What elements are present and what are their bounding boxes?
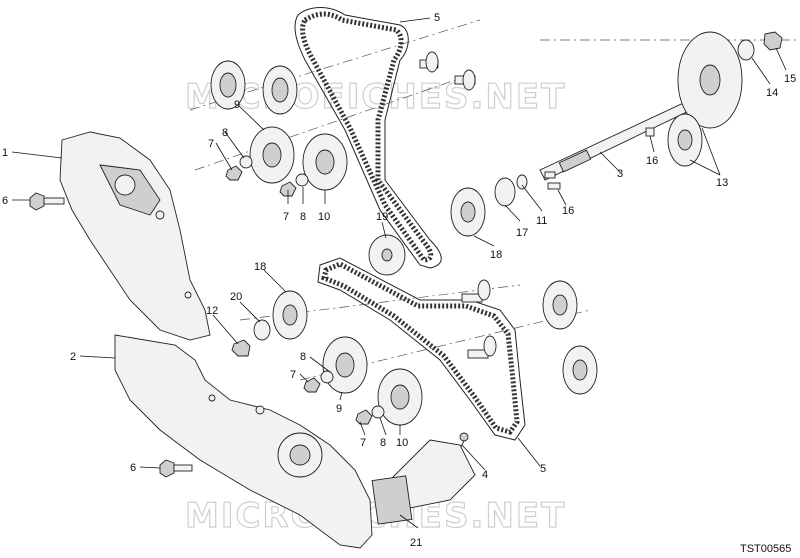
upper-tensioner-roller [249, 126, 295, 184]
callout-17: 17 [516, 227, 528, 239]
callout-18-lower: 18 [254, 261, 266, 273]
lower-idler-roller [377, 368, 423, 426]
callout-4: 4 [482, 469, 488, 481]
callout-8-d: 8 [380, 437, 386, 449]
callout-5-lower: 5 [540, 463, 546, 475]
callout-7-d: 7 [360, 437, 366, 449]
callout-20: 20 [230, 291, 242, 303]
leader-lines [11, 17, 787, 529]
callout-18-upper: 18 [490, 249, 502, 261]
callout-5-upper: 5 [434, 12, 440, 24]
callout-16-b: 16 [562, 205, 574, 217]
callout-16-a: 16 [646, 155, 658, 167]
callout-7-a: 7 [208, 138, 214, 150]
callout-11: 11 [536, 215, 547, 227]
callout-7-c: 7 [290, 369, 296, 381]
callout-6-upper: 6 [2, 195, 8, 207]
callout-14: 14 [766, 87, 778, 99]
lower-tensioner-roller [322, 336, 368, 394]
upper-idler-roller [302, 133, 348, 191]
callout-7-b: 7 [283, 211, 289, 223]
jackshaft-gears [667, 31, 743, 167]
callout-8-c: 8 [300, 351, 306, 363]
upper-drive-pulley [450, 174, 528, 237]
callout-3: 3 [617, 168, 623, 180]
lower-tensioner-studs [461, 279, 497, 359]
upper-belt-cover [59, 131, 211, 341]
callout-2: 2 [70, 351, 76, 363]
callout-9-b: 9 [336, 403, 342, 415]
callout-19: 19 [376, 211, 388, 223]
callout-21: 21 [410, 537, 422, 549]
callout-15: 15 [784, 73, 796, 85]
upper-cover-bolt [29, 192, 65, 211]
gear-washer-and-nut [645, 31, 783, 137]
callout-9-a: 9 [234, 99, 240, 111]
callout-labels: 1 2 3 4 5 5 6 6 7 7 7 7 8 8 8 8 9 9 10 1… [2, 12, 796, 549]
lower-belt-cover [114, 334, 373, 549]
large-washer [368, 234, 406, 276]
upper-cam-pulleys [210, 60, 298, 115]
callout-10-a: 10 [318, 211, 330, 223]
watermark-bottom: MICROFICHES.NET [185, 496, 566, 536]
callout-1: 1 [2, 147, 8, 159]
lower-cover-bolt [159, 459, 193, 478]
callout-13: 13 [716, 177, 728, 189]
lower-pulley-nut [231, 339, 251, 357]
watermark-top: MICROFICHES.NET [185, 77, 566, 117]
lower-timing-belt [317, 257, 526, 441]
callout-10-b: 10 [396, 437, 408, 449]
callout-12: 12 [206, 305, 218, 317]
upper-timing-belt [294, 7, 442, 269]
belt-guard-plate [371, 439, 476, 525]
callout-6-lower: 6 [130, 462, 136, 474]
lower-drive-pulley [253, 290, 308, 341]
diagram-code: TST00565 [740, 543, 791, 555]
upper-tensioner-studs [419, 51, 476, 91]
callout-8-a: 8 [222, 127, 228, 139]
callout-8-b: 8 [300, 211, 306, 223]
upper-nuts-washers [225, 155, 309, 197]
lower-cam-pulleys [542, 280, 598, 395]
